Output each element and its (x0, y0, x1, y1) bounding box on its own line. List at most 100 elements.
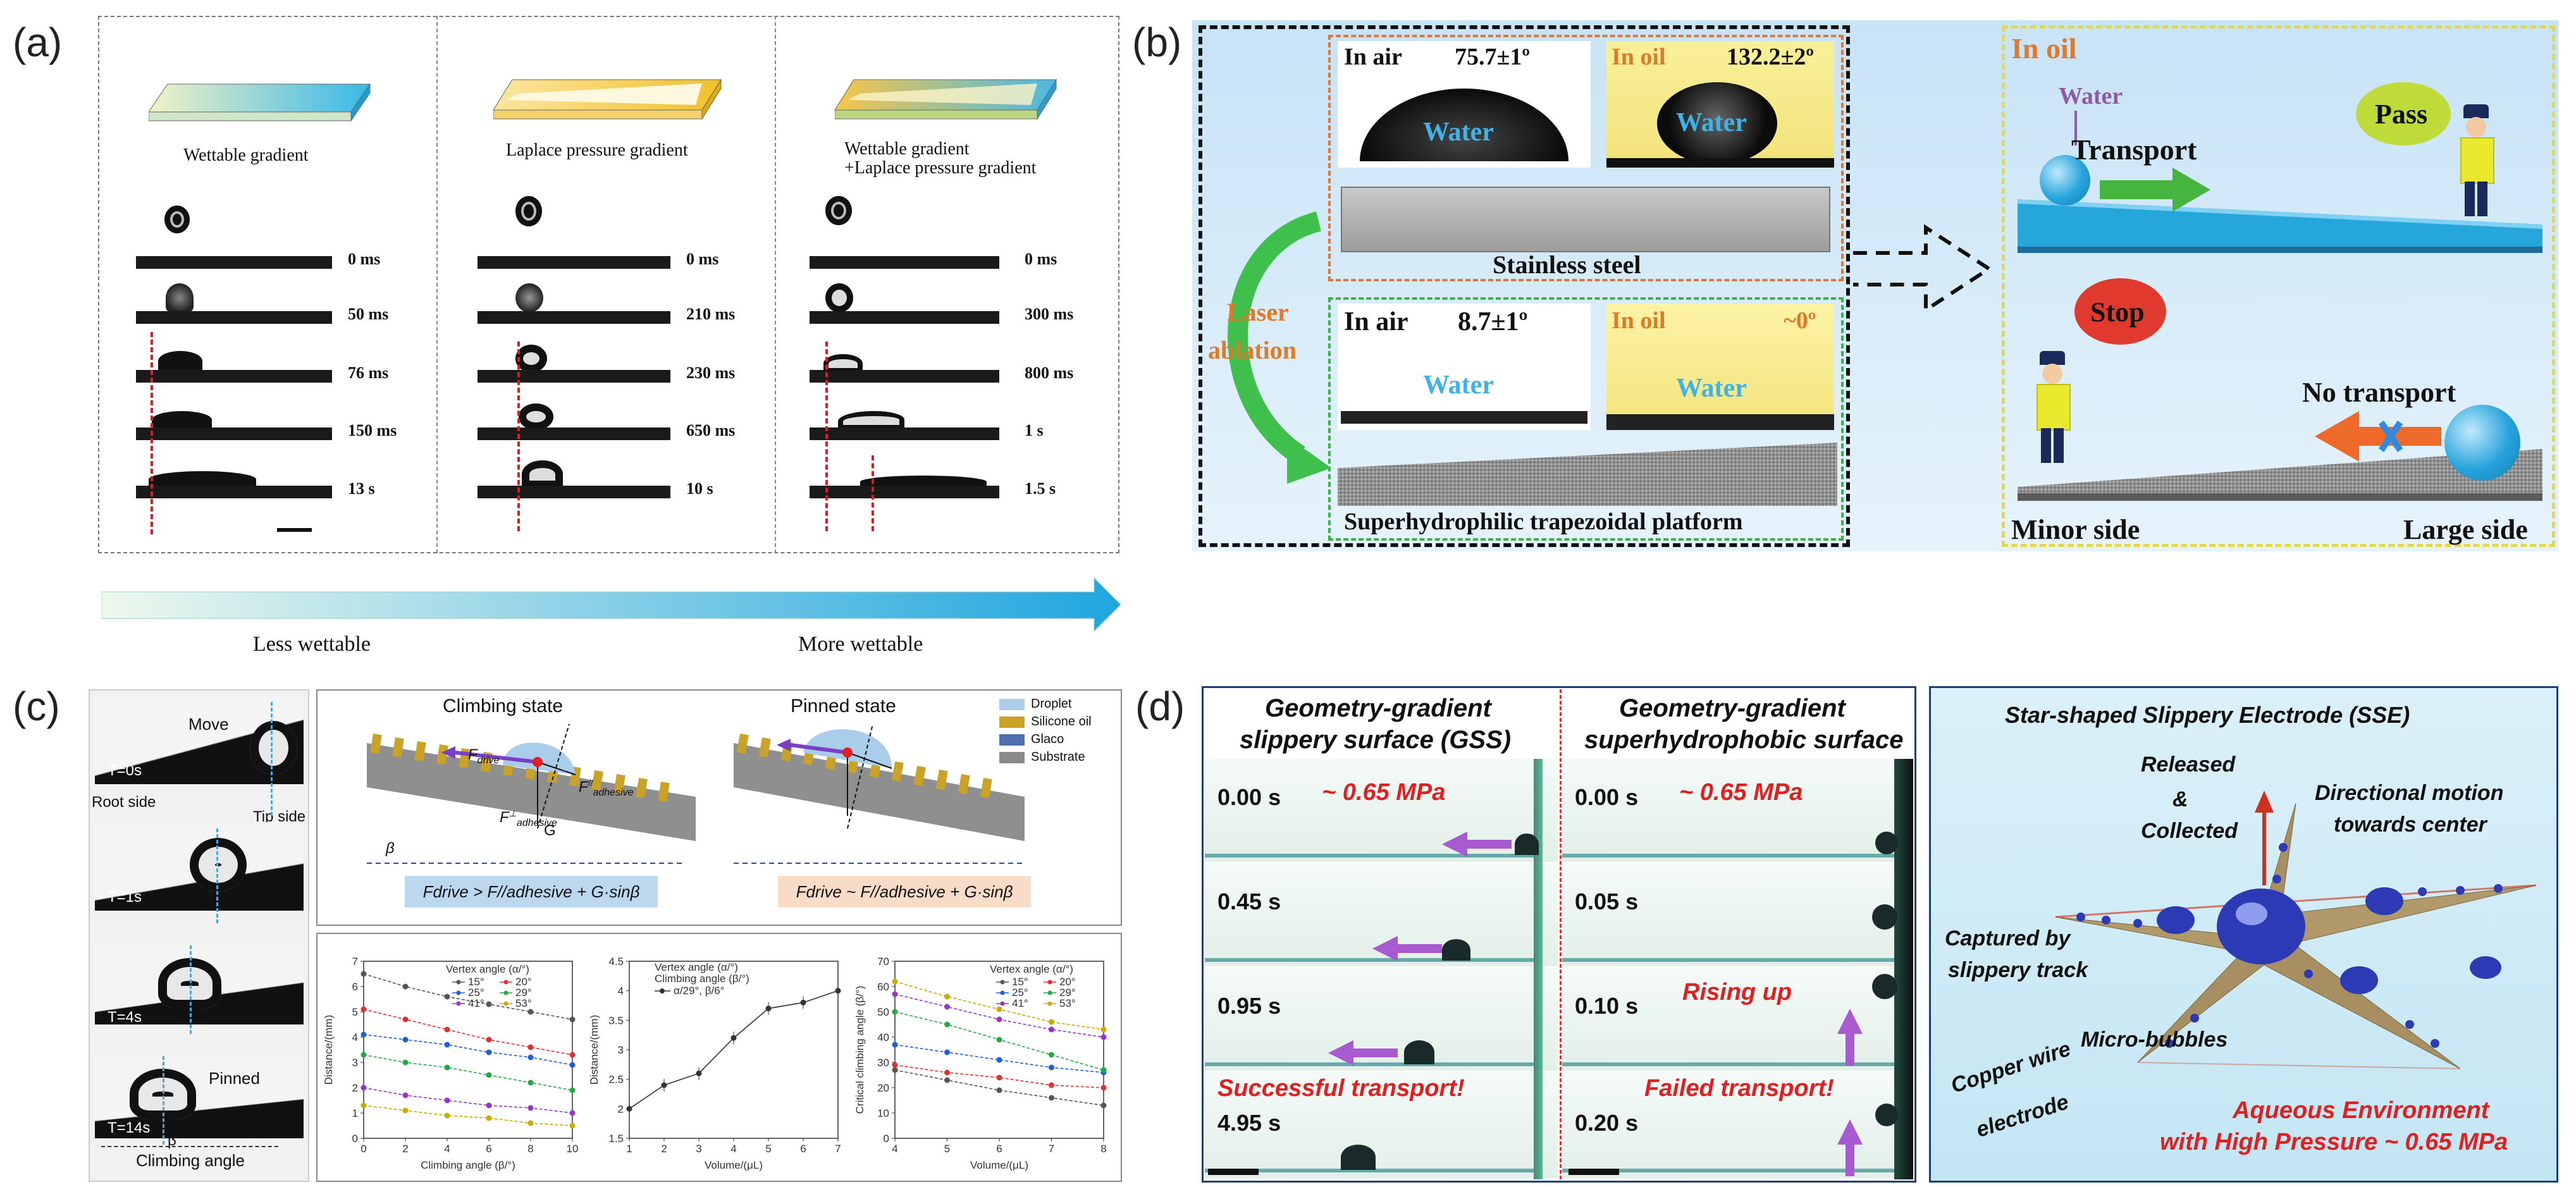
y-tick-label: 2.5 (608, 1074, 624, 1086)
time-label: 150 ms (348, 421, 397, 440)
data-point (486, 1036, 492, 1043)
large-side-label: Large side (2403, 514, 2528, 545)
legend-marker (1000, 980, 1005, 985)
data-point (892, 1062, 898, 1068)
surface-line (810, 427, 999, 440)
surface-line (810, 311, 999, 324)
laser-label: Laser (1227, 298, 1289, 326)
no-transport-arrow (2315, 411, 2441, 462)
laser-ablation-arrow (1228, 211, 1331, 484)
legend-label: Glaco (1031, 732, 1064, 746)
minor-side-label: Minor side (2011, 514, 2140, 545)
x-tick-label: 4 (892, 1143, 897, 1155)
legend-swatch-substrate (999, 752, 1025, 763)
data-point (361, 1031, 367, 1038)
captured-label-line-2: slippery track (1948, 958, 2088, 982)
data-point (1049, 1052, 1054, 1058)
time-label: 1.5 s (1025, 479, 1056, 498)
surface-line (478, 311, 670, 324)
x-tick-label: 6 (486, 1143, 491, 1155)
gss-time: 0.00 s (1217, 784, 1281, 810)
data-point (569, 1122, 576, 1129)
g-label: G (544, 822, 556, 839)
data-point (1100, 1026, 1107, 1033)
fperp-superscript: ⊥ (508, 808, 517, 818)
panel-b-label: (b) (1132, 20, 1182, 65)
aqueous-label: Aqueous Environment (2233, 1097, 2489, 1124)
collected-label: Collected (2141, 819, 2238, 843)
ghs-pressure: ~ 0.65 MPa (1679, 779, 1803, 806)
panel-a-label: (a) (13, 20, 63, 65)
ampersand-label: & (2172, 787, 2188, 811)
beta-label: β (168, 1132, 176, 1149)
x-tick-label: 8 (1100, 1143, 1106, 1155)
data-point (944, 1069, 950, 1076)
gss-wall (1534, 759, 1543, 1179)
y-tick-label: 7 (352, 956, 358, 968)
time-0: T=0s (108, 762, 142, 779)
right-yellow-frame (2002, 25, 2555, 547)
x-tick-label: 7 (1049, 1143, 1054, 1155)
platform-label: Superhydrophilic trapezoidal platform (1344, 508, 1743, 535)
axis-dashed-line (216, 828, 218, 923)
water-label: Water (1676, 108, 1747, 137)
in-air-photo (1338, 304, 1591, 430)
fperp-symbol: F (500, 809, 509, 826)
bottom-green-frame (1328, 297, 1844, 541)
legend-marker (1047, 1001, 1052, 1006)
fparallel-superscript: // (588, 778, 593, 788)
data-point (1049, 1082, 1054, 1088)
surface-line (136, 427, 332, 440)
beta-label: β (386, 840, 395, 857)
stop-bubble (2074, 278, 2166, 345)
fperp-subscript: adhesive (516, 817, 557, 828)
data-point (569, 1062, 576, 1068)
directional-label: Directional motion (2315, 781, 2504, 805)
data-point (444, 993, 450, 1000)
panel-a-divider-2 (775, 16, 776, 553)
droplet (158, 351, 202, 371)
contact-angle-oil: 132.2±2º (1727, 44, 1814, 70)
gss-track (1205, 854, 1534, 858)
x-axis-label: Climbing angle (β/°) (421, 1159, 515, 1171)
surface-line (478, 256, 670, 269)
time-1: T=1s (108, 889, 142, 906)
data-point (892, 978, 898, 985)
droplet-pendant (164, 206, 190, 233)
bubble (1341, 1145, 1376, 1170)
y-tick-label: 2 (352, 1082, 358, 1094)
legend-swatch-silicone (999, 717, 1025, 728)
legend-title: Climbing angle (β/°) (655, 973, 749, 985)
y-tick-label: 5 (352, 1006, 358, 1018)
data-point (486, 1072, 492, 1078)
data-point (892, 1067, 898, 1073)
aqueous-label-line-2: with High Pressure ~ 0.65 MPa (2160, 1129, 2508, 1155)
time-label: 300 ms (1025, 305, 1074, 323)
pinned-state-diagram (734, 723, 1025, 864)
legend-label: Silicone oil (1031, 715, 1092, 729)
top-orange-frame (1328, 35, 1844, 281)
series-line (363, 1105, 573, 1126)
data-point (1100, 1085, 1107, 1091)
data-point (696, 1070, 702, 1076)
y-tick-label: 1.5 (608, 1133, 624, 1145)
legend-title: Vertex angle (α/°) (990, 963, 1073, 975)
droplet (825, 283, 853, 312)
series-line (363, 1054, 573, 1091)
legend-label: 25° (1012, 987, 1028, 999)
scale-bar (1568, 1169, 1619, 1175)
bubble (1404, 1040, 1434, 1064)
legend-label: 53° (1059, 997, 1076, 1009)
data-point (892, 1042, 898, 1048)
contact-angle-oil: ~0º (1784, 307, 1816, 334)
fdrive-subscript: drive (477, 754, 500, 766)
column-title-line-2: +Laplace pressure gradient (844, 158, 1037, 178)
x-tick-label: 2 (661, 1143, 667, 1155)
bubble (1872, 974, 1897, 999)
legend-marker (1047, 990, 1052, 995)
data-point (402, 983, 409, 990)
time-label: 210 ms (686, 305, 736, 323)
data-point (361, 1006, 367, 1012)
data-point (996, 1036, 1002, 1043)
data-point (402, 1092, 409, 1098)
